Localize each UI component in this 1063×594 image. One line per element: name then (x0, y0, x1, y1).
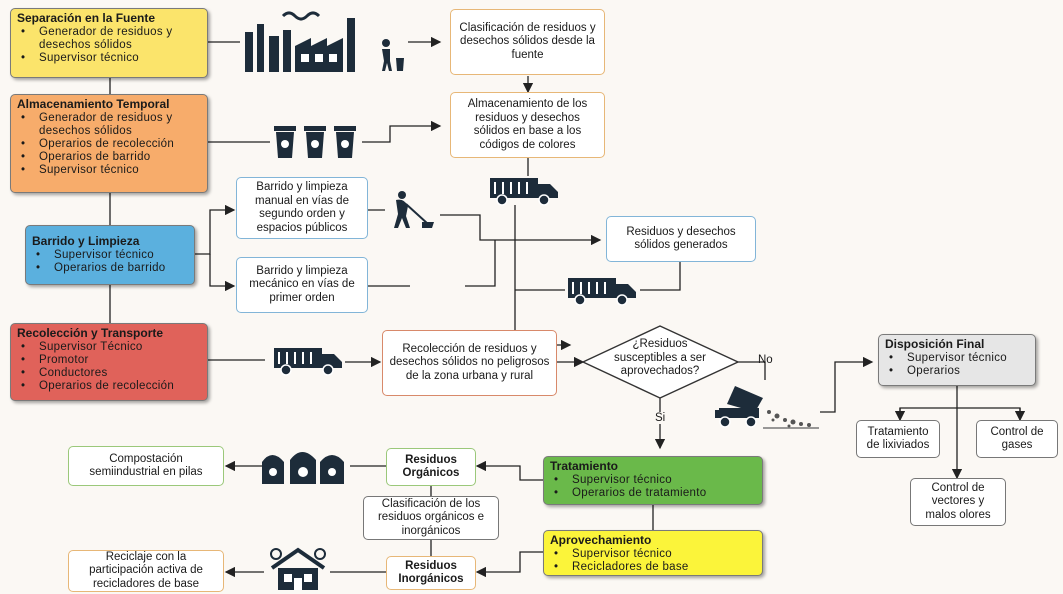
role-title: Disposición Final (885, 337, 985, 351)
garbage-truck-icon (568, 278, 636, 306)
role-separacion: Separación en la Fuente Generador de res… (10, 8, 208, 78)
process-residuos-generados: Residuos y desechos sólidos generados (606, 216, 756, 262)
decision-si-label: Si (653, 412, 668, 424)
process-organicos: Residuos Orgánicos (386, 448, 476, 486)
decision-no-label: No (758, 354, 773, 366)
role-tratamiento: Tratamiento Supervisor técnico Operarios… (543, 456, 763, 505)
role-item: Operarios de recolección (21, 380, 201, 393)
process-barrido-manual: Barrido y limpieza manual en vías de seg… (236, 177, 368, 239)
decision-label: ¿Residuos susceptibles a ser aprovechado… (613, 338, 707, 377)
role-item: Operarios de barrido (36, 262, 188, 275)
person-with-bin-icon (382, 39, 404, 71)
process-control-gases: Control de gases (976, 420, 1058, 458)
process-compostacion: Compostación semiindustrial en pilas (68, 446, 224, 486)
dump-truck-icon (715, 386, 819, 429)
garbage-truck-icon (274, 348, 342, 376)
role-item: Supervisor técnico (36, 249, 188, 262)
process-barrido-mecanico: Barrido y limpieza mecánico en vías de p… (236, 257, 368, 313)
role-barrido: Barrido y Limpieza Supervisor técnico Op… (25, 225, 195, 285)
process-reciclaje: Reciclaje con la participación activa de… (68, 550, 224, 592)
role-item: Supervisor técnico (21, 52, 201, 65)
role-title: Tratamiento (550, 459, 619, 473)
process-clasificacion-organicos: Clasificación de los residuos orgánicos … (363, 496, 499, 540)
role-item: Operarios de barrido (21, 151, 201, 164)
sweeper-icon (394, 191, 434, 228)
role-item: Operarios de tratamiento (554, 487, 756, 500)
role-recoleccion: Recolección y Transporte Supervisor Técn… (10, 323, 208, 401)
role-almacenamiento: Almacenamiento Temporal Generador de res… (10, 94, 208, 193)
process-almacenamiento-colores: Almacenamiento de los residuos y desecho… (450, 92, 605, 158)
waste-bins-icon (274, 126, 356, 158)
role-item: Supervisor técnico (889, 352, 1029, 365)
role-item: Supervisor técnico (554, 474, 756, 487)
process-lixiviados: Tratamiento de lixiviados (856, 420, 940, 458)
role-item: Generador de residuos y desechos sólidos (21, 112, 201, 138)
process-recoleccion-no-peligrosos: Recolección de residuos y desechos sólid… (382, 330, 557, 396)
role-item: Conductores (21, 367, 201, 380)
role-item: Operarios de recolección (21, 138, 201, 151)
role-item: Supervisor técnico (554, 548, 756, 561)
role-aprovechamiento: Aprovechamiento Supervisor técnico Recic… (543, 530, 763, 576)
role-title: Almacenamiento Temporal (17, 97, 170, 111)
role-item: Operarios (889, 365, 1029, 378)
role-title: Barrido y Limpieza (32, 234, 140, 248)
role-title: Recolección y Transporte (17, 326, 164, 340)
process-clasificacion-fuente: Clasificación de residuos y desechos sól… (450, 9, 605, 75)
process-control-vectores: Control de vectores y malos olores (910, 478, 1006, 526)
role-item: Promotor (21, 354, 201, 367)
recycling-house-icon (270, 547, 326, 590)
factory-icon (245, 11, 355, 72)
role-title: Aprovechamiento (550, 533, 652, 547)
role-item: Supervisor Técnico (21, 341, 201, 354)
role-title: Separación en la Fuente (17, 11, 156, 25)
role-item: Generador de residuos y desechos sólidos (21, 26, 201, 52)
garbage-truck-icon (490, 178, 558, 206)
role-item: Supervisor técnico (21, 164, 201, 177)
process-inorganicos: Residuos Inorgánicos (386, 556, 476, 590)
role-item: Recicladores de base (554, 561, 756, 574)
compost-bags-icon (262, 452, 344, 484)
role-disposicion: Disposición Final Supervisor técnico Ope… (878, 334, 1036, 386)
